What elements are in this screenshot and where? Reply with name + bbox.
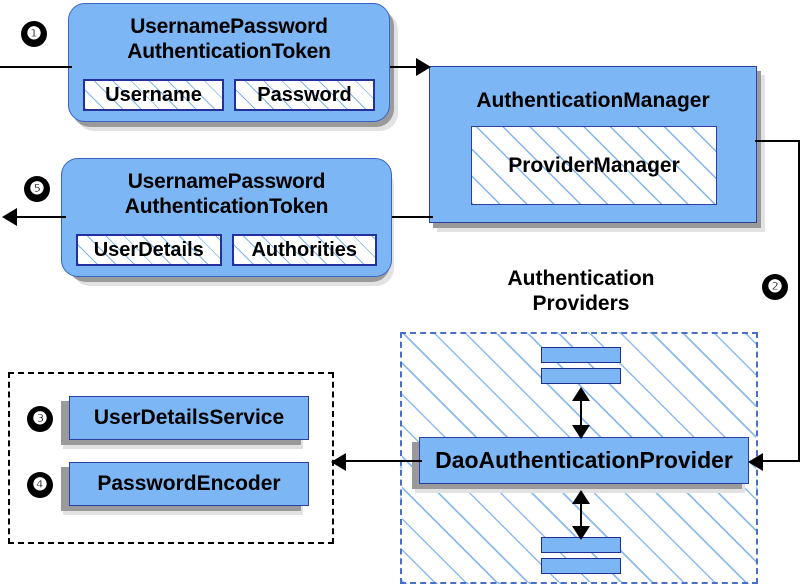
step-marker-2: ❷: [762, 274, 788, 300]
dao-bottom-connector-line: [580, 495, 582, 535]
dao-to-collaborators-line: [345, 460, 422, 462]
incoming-request-line: [0, 66, 72, 68]
provider-manager-box[interactable]: ProviderManager: [471, 126, 717, 205]
provider-stub-top-2[interactable]: [541, 368, 621, 384]
response-token-box[interactable]: UsernamePassword AuthenticationToken Use…: [61, 158, 392, 277]
dao-authentication-provider-box[interactable]: DaoAuthenticationProvider: [419, 437, 749, 484]
token-to-manager-arrowhead: [416, 58, 431, 76]
manager-right-exit-line: [755, 140, 800, 142]
step-marker-5: ❺: [24, 176, 50, 202]
dao-top-connector-line: [580, 392, 582, 434]
request-token-title-line1: UsernamePassword: [130, 15, 328, 38]
dao-inbound-arrowhead: [748, 453, 763, 471]
dao-top-connector-arrow-up: [572, 387, 590, 401]
request-token-field-username[interactable]: Username: [83, 79, 224, 111]
manager-left-drop-line: [431, 216, 433, 218]
response-token-fields: UserDetails Authorities: [76, 234, 377, 266]
passwordencoder-box[interactable]: PasswordEncoder: [69, 462, 309, 506]
outgoing-response-line: [16, 216, 66, 218]
userdetailsservice-box[interactable]: UserDetailsService: [69, 396, 309, 440]
authentication-manager-box[interactable]: AuthenticationManager ProviderManager: [429, 66, 757, 223]
dao-bottom-connector-arrow-down: [572, 526, 590, 540]
request-token-box[interactable]: UsernamePassword AuthenticationToken Use…: [68, 3, 390, 122]
provider-stub-top-1[interactable]: [541, 347, 621, 363]
authentication-providers-label-line2: Providers: [532, 292, 630, 315]
manager-right-down-line: [798, 140, 800, 462]
manager-to-response-token-line: [392, 216, 433, 218]
request-token-title-line2: AuthenticationToken: [127, 40, 331, 63]
step-marker-3: ❸: [27, 406, 53, 432]
request-token-fields: Username Password: [83, 79, 375, 111]
response-token-title-line1: UsernamePassword: [127, 170, 326, 193]
dao-to-collaborators-arrowhead: [331, 453, 346, 471]
response-token-field-userdetails[interactable]: UserDetails: [76, 234, 222, 266]
down-to-dao-line: [762, 460, 800, 462]
authentication-providers-label-line1: Authentication: [507, 267, 655, 290]
outgoing-response-arrowhead: [2, 208, 17, 226]
request-token-field-password[interactable]: Password: [234, 79, 375, 111]
response-token-title-line2: AuthenticationToken: [124, 195, 329, 218]
authentication-manager-title: AuthenticationManager: [476, 89, 710, 112]
provider-stub-bottom-2[interactable]: [541, 558, 621, 574]
response-token-field-authorities[interactable]: Authorities: [231, 234, 377, 266]
dao-bottom-connector-arrow-up: [572, 490, 590, 504]
step-marker-1: ❶: [21, 21, 47, 47]
step-marker-4: ❹: [27, 472, 53, 498]
dao-top-connector-arrow-down: [572, 425, 590, 439]
token-to-manager-line: [390, 66, 420, 68]
